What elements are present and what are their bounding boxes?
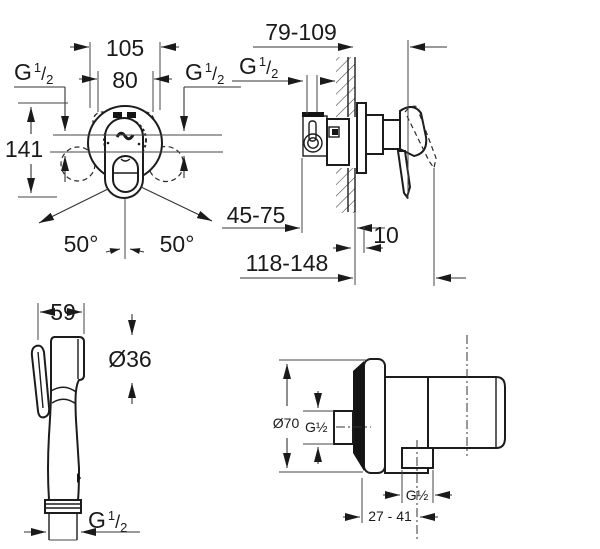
cartridge-neck (382, 119, 401, 150)
bracket-top-bar (302, 112, 324, 117)
angle-left-label: 50° (64, 231, 99, 257)
handle-body-side (399, 106, 428, 158)
handle-dot-left (106, 141, 110, 145)
cartridge-housing (365, 114, 384, 155)
valve-body (326, 118, 350, 166)
dim-wall-to-handle-min: 79-109 (253, 19, 447, 51)
dim-width-inner: 80 (79, 67, 172, 112)
handle-cap-mark-left (113, 112, 122, 118)
dim-head-diameter: Ø36 (108, 314, 152, 404)
dim-depth-range: 45-75 (222, 158, 385, 233)
angle-right-label: 50° (160, 231, 195, 257)
spray-trigger-edge (37, 351, 44, 409)
dim-10-label: 10 (373, 222, 399, 248)
dim-angles: 50° 50° (38, 186, 213, 259)
spray-body (47, 336, 85, 501)
thread-outlet-label: G½ (406, 487, 429, 503)
wall-hatch-upper (336, 57, 355, 117)
dim-80-label: 80 (112, 67, 138, 93)
dim-wall-to-handle-max: 118-148 (240, 250, 466, 282)
spray-neck-curve-1 (50, 386, 77, 393)
dim-plate-offset: 10 (333, 222, 399, 253)
dim-105-label: 105 (106, 35, 144, 61)
dim-thread-inlet: G½ (303, 391, 334, 464)
hose-thread (48, 513, 78, 540)
valve-body-port (328, 126, 340, 138)
dim-flange-diameter: Ø70 (273, 359, 366, 473)
flange-cone-section (353, 361, 364, 471)
dim-79-109-label: 79-109 (265, 19, 337, 45)
handle-cap-mark-right (127, 112, 136, 118)
dim-thread-outlet: G½ (383, 470, 452, 503)
dim-118-148-label: 118-148 (246, 250, 329, 276)
supply-union-inner (307, 137, 319, 149)
grohe-logo-mark (115, 131, 135, 141)
supply-union-outer (303, 133, 323, 153)
holder-bracket (427, 376, 506, 449)
holder-flange (363, 358, 386, 474)
dim-offset-range: 27 - 41 (343, 478, 438, 524)
lever-dashed-up (406, 109, 437, 170)
dim-141-label: 141 (5, 136, 43, 162)
dim-width-outer: 105 (70, 35, 179, 110)
dim-27-41-label: 27 - 41 (368, 508, 412, 524)
handle-grip-notch (120, 158, 131, 162)
dim-d70-label: Ø70 (273, 415, 300, 431)
dim-spray-width: 59 (37, 299, 85, 340)
rosette (356, 102, 367, 174)
handle-dot-right (137, 142, 141, 146)
spray-neck-curve-2 (51, 398, 77, 405)
handle-grip-oval (112, 155, 139, 193)
wall-holder-view: Ø70 G½ G½ 27 - 41 (273, 335, 506, 540)
dim-height: 141 (5, 102, 68, 198)
wall-hatch-lower (336, 168, 355, 213)
hose-nut (44, 499, 82, 514)
valve-body-port-fill (332, 129, 338, 135)
dim-d36-label: Ø36 (108, 346, 151, 372)
spray-clip-notch (77, 473, 81, 483)
bracket-stem (308, 120, 317, 142)
dim-59-label: 59 (50, 299, 76, 325)
dim-45-75-label: 45-75 (227, 202, 286, 228)
lever-dashed-cap (404, 105, 421, 113)
thread-inlet-label: G½ (305, 419, 328, 435)
